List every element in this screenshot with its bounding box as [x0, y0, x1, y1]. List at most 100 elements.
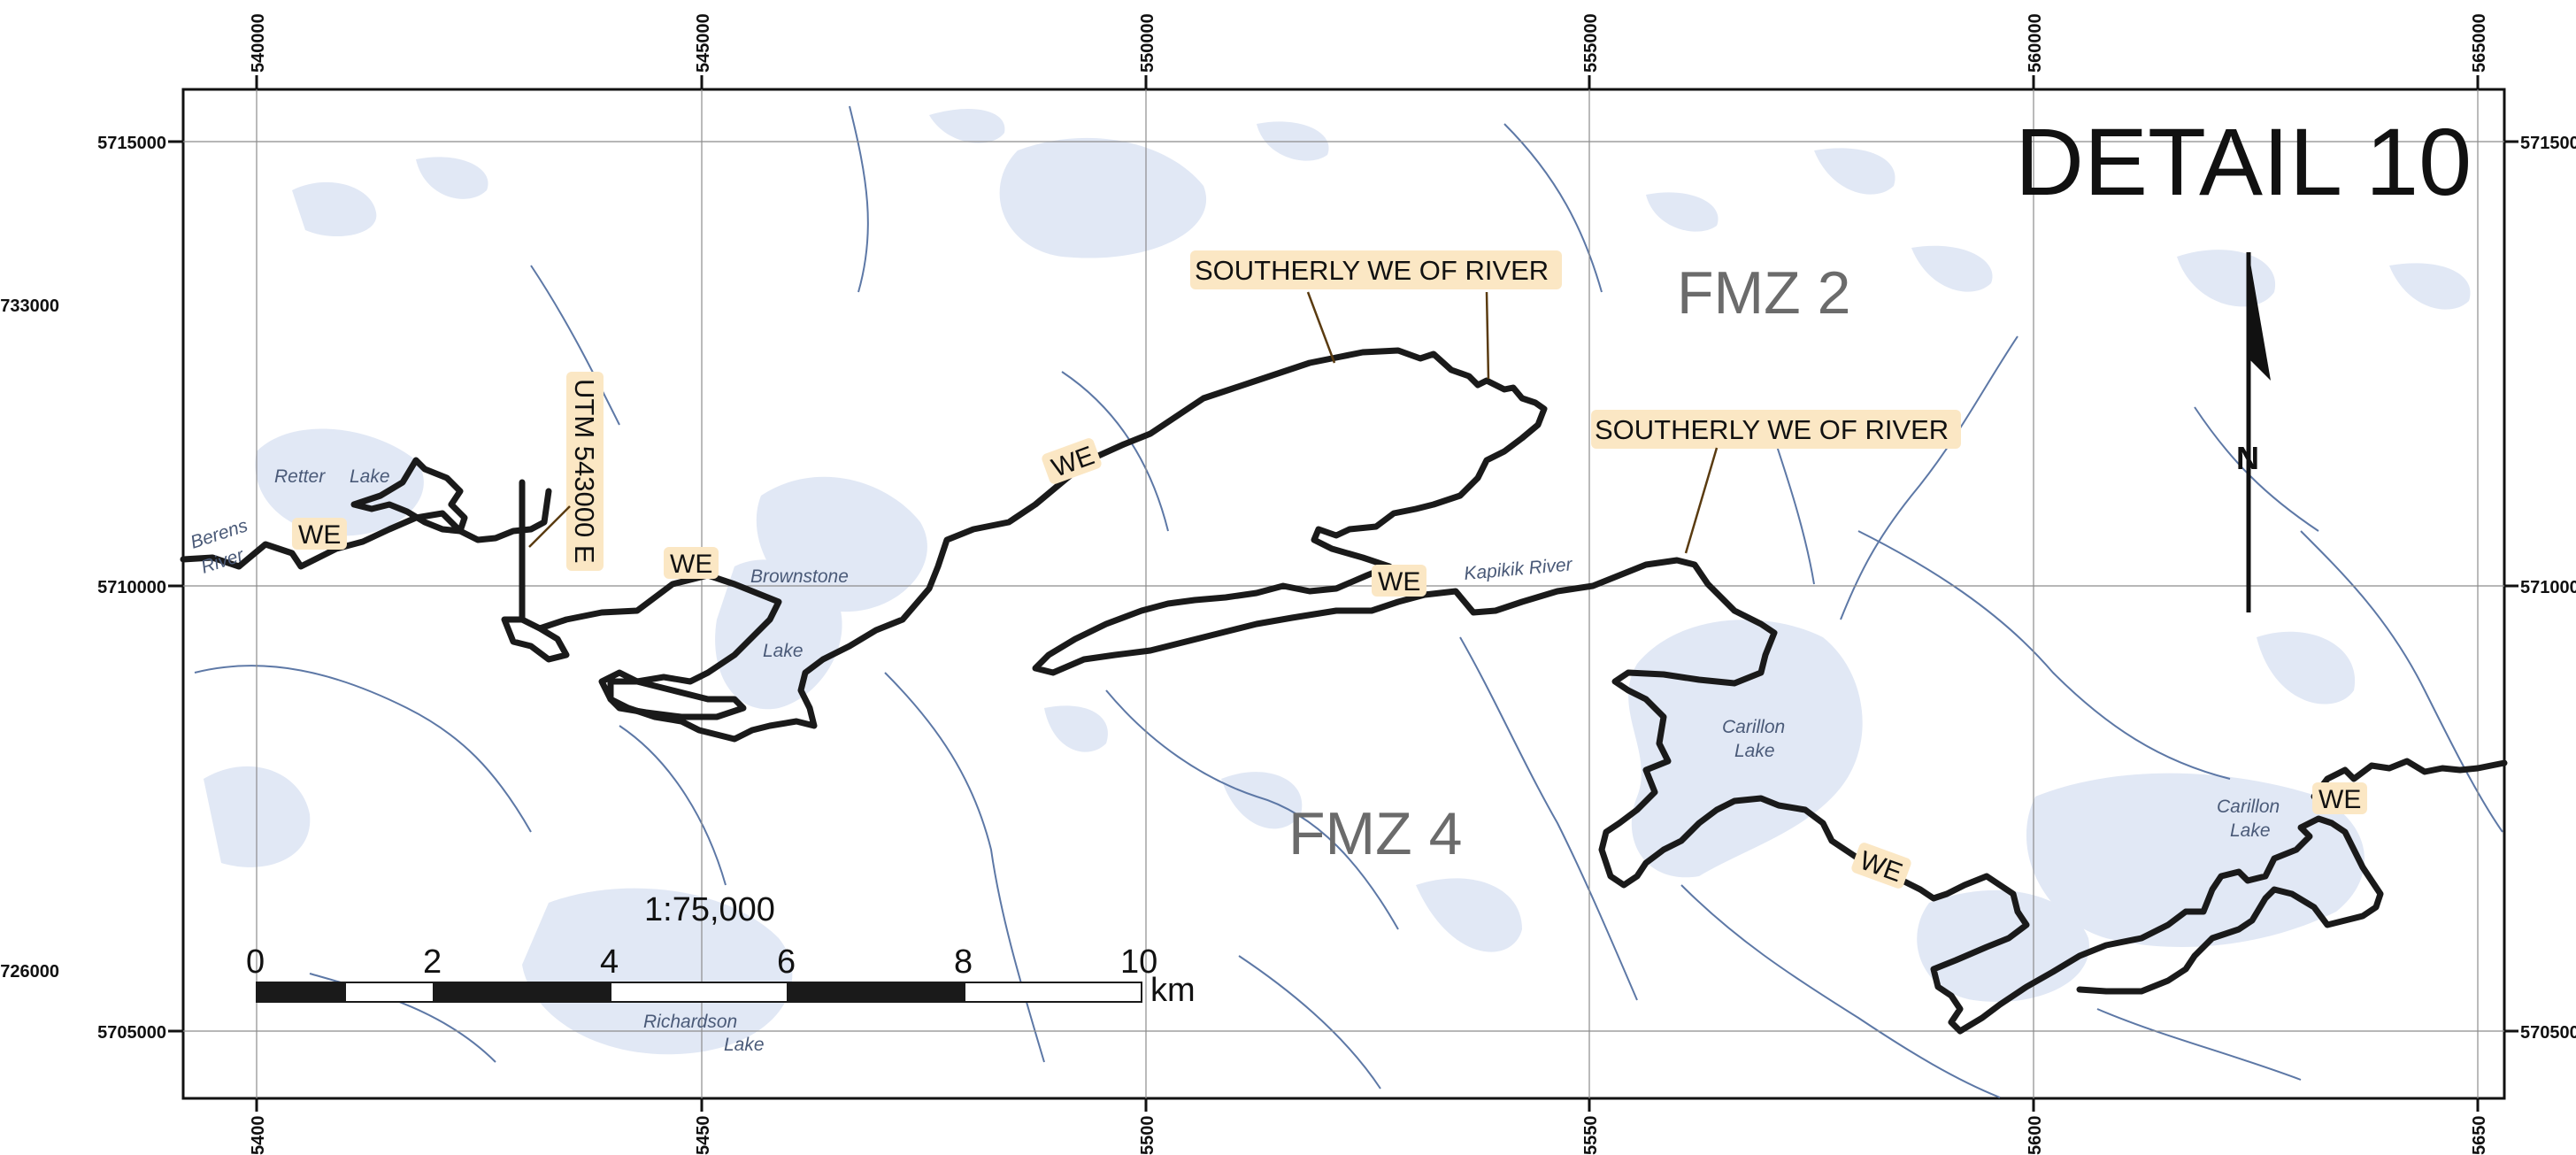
scale-tick-4: 4 [600, 943, 619, 981]
northing-right-5705000: 5705000 [2520, 1023, 2576, 1043]
halo-we-4 [1372, 565, 1426, 597]
leader-1a [1306, 291, 1336, 364]
halo-we-6 [2312, 782, 2367, 814]
lake-east-2 [1911, 245, 1993, 292]
stream-13 [530, 265, 620, 426]
halo-we-1 [292, 518, 347, 550]
stream-16 [849, 105, 869, 293]
boundary-lines [180, 347, 2508, 1035]
scale-unit: km [1150, 972, 1196, 1009]
we-label-4: WE [1378, 567, 1420, 597]
stream-11 [1840, 335, 2019, 620]
label-halos [292, 250, 2367, 889]
callout-southerly-1: SOUTHERLY WE OF RIVER [1195, 255, 1549, 286]
stream-2 [619, 725, 727, 886]
lake-north-east-5 [1814, 148, 1895, 195]
scale-tick-2: 2 [423, 943, 442, 981]
leader-2 [1684, 447, 1719, 554]
place-retter-1: Retter [274, 466, 326, 487]
we-label-1: WE [298, 520, 341, 550]
leader-1b [1485, 291, 1490, 380]
stream-14 [309, 973, 496, 1063]
scale-bar: 1:75,000 0 2 4 6 8 10 km [246, 891, 1196, 1009]
northing-left-5705000: 5705000 [97, 1023, 166, 1043]
easting-label-560000: 560000 [2026, 13, 2045, 73]
place-carillon-b-2: Lake [2230, 820, 2271, 841]
halo-utm [566, 372, 604, 571]
lake-middle-1 [1416, 878, 1522, 952]
stream-9 [1061, 371, 1169, 532]
bottom-label-4: 5550 [1581, 1116, 1601, 1155]
place-brownstone-1: Brownstone [750, 566, 849, 587]
stream-18 [2096, 1008, 2302, 1081]
scale-tick-0: 0 [246, 943, 265, 981]
boundary-west-river [180, 488, 552, 570]
bottom-label-2: 5450 [694, 1116, 713, 1155]
scale-segment-6 [964, 982, 1142, 1003]
fmz-4-label: FMZ 4 [1288, 800, 1462, 867]
lake-carillon-b [2026, 773, 2365, 947]
stream-7 [1857, 530, 2231, 780]
northing-left-5710000: 5710000 [97, 578, 166, 597]
northing-left-5715000: 5715000 [97, 134, 166, 153]
boundary-west-small-loop [607, 678, 747, 720]
place-brownstone-2: Lake [763, 641, 804, 661]
boundary-brownstone-loop [501, 347, 2384, 1035]
lake-east-4 [2257, 631, 2356, 705]
place-carillon-b-1: Carillon [2217, 797, 2280, 817]
we-label-6: WE [2318, 785, 2361, 814]
scale-tick-10: 10 [1120, 943, 1157, 981]
callout-utm-line: UTM 543000 E [569, 379, 600, 564]
halo-we-3 [1042, 438, 1102, 484]
northing-right-5715000: 5715000 [2520, 134, 2576, 153]
lake-middle-2 [1221, 772, 1303, 829]
lake-northwest-1 [292, 181, 377, 237]
frame-ticks [168, 75, 2518, 1112]
scale-tick-6: 6 [777, 943, 796, 981]
scale-segment-3 [433, 982, 611, 1003]
stream-6 [1680, 884, 2001, 1098]
bottom-label-3: 5500 [1138, 1116, 1157, 1155]
callout-southerly-2: SOUTHERLY WE OF RIVER [1595, 414, 1949, 445]
easting-label-545000: 545000 [694, 13, 713, 73]
lake-carillon-a [1628, 620, 1863, 878]
stream-5 [1459, 636, 1638, 1001]
easting-label-550000: 550000 [1138, 13, 1157, 73]
bottom-label-5: 5600 [2026, 1116, 2045, 1155]
lake-northwest-2 [416, 157, 488, 199]
stream-17 [1503, 123, 1603, 293]
place-carillon-a-1: Carillon [1722, 717, 1785, 737]
northing-right-5710000: 5710000 [2520, 578, 2576, 597]
north-arrow: N [2236, 252, 2271, 612]
lake-middle-3 [1044, 705, 1108, 752]
scale-segment-2 [344, 982, 434, 1003]
bottom-label-1: 5400 [249, 1116, 268, 1155]
leader-utm [528, 505, 571, 548]
boundary-retter-bay [350, 457, 468, 535]
lake-north-east-6 [1646, 192, 1719, 232]
stream-15 [1238, 955, 1381, 1090]
leader-lines [528, 291, 1719, 554]
halo-we-5 [1851, 843, 1911, 889]
place-richardson-1: Richardson [643, 1012, 737, 1032]
lake-north-central-1 [999, 137, 1207, 258]
scale-ratio: 1:75,000 [644, 891, 775, 928]
scale-segment-4 [610, 982, 788, 1003]
north-arrow-label: N [2236, 440, 2259, 476]
north-arrow-head [2249, 252, 2271, 381]
lake-north-central-2 [929, 108, 1005, 143]
place-retter-2: Lake [350, 466, 390, 487]
lake-richardson [522, 888, 793, 1055]
boundary-east [2311, 758, 2508, 800]
scale-segment-5 [787, 982, 965, 1003]
place-carillon-a-2: Lake [1734, 741, 1775, 761]
halo-we-2 [664, 547, 719, 579]
northing-left-partial-1: 733000 [0, 296, 59, 316]
easting-label-540000: 540000 [249, 13, 268, 73]
halo-callout-1 [1190, 250, 1562, 289]
northing-left-partial-2: 726000 [0, 962, 59, 982]
stream-1 [194, 665, 532, 833]
we-label-2: WE [670, 550, 712, 579]
lake-east-3 [2389, 263, 2471, 310]
